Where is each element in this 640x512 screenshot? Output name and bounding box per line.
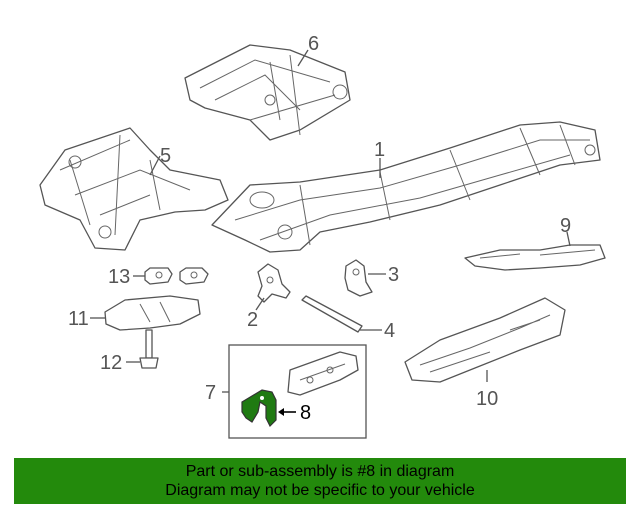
callout-12[interactable]: 12 — [100, 352, 122, 374]
part-4-rod[interactable] — [301, 295, 363, 333]
part-13-mounts[interactable] — [144, 267, 209, 285]
part-12-bolt[interactable] — [139, 329, 159, 369]
part-2-bracket[interactable] — [257, 263, 291, 303]
callout-8[interactable]: 8 — [300, 402, 311, 424]
arrow-8-icon — [278, 408, 284, 416]
callout-2[interactable]: 2 — [247, 309, 258, 331]
part-7-reinforcement[interactable] — [287, 351, 359, 396]
part-5-front-frame[interactable] — [39, 127, 229, 251]
leader-2 — [255, 297, 265, 311]
callout-13[interactable]: 13 — [108, 266, 130, 288]
callout-11[interactable]: 11 — [68, 308, 89, 330]
leader-5 — [149, 155, 161, 176]
part-6-cradle[interactable] — [184, 44, 351, 141]
callout-4[interactable]: 4 — [384, 320, 395, 342]
callout-5[interactable]: 5 — [160, 145, 171, 167]
leader-9 — [566, 231, 571, 247]
parts-diagram: 6 5 1 9 13 2 3 — [39, 33, 606, 439]
info-banner: Part or sub-assembly is #8 in diagram Di… — [14, 458, 626, 504]
part-10-skid-plate[interactable] — [404, 297, 566, 383]
banner-line-2: Diagram may not be specific to your vehi… — [165, 482, 475, 499]
callout-10[interactable]: 10 — [476, 388, 498, 410]
part-1-main-frame[interactable] — [211, 121, 601, 253]
callout-9[interactable]: 9 — [560, 215, 571, 237]
leader-6 — [297, 49, 309, 67]
part-11-support[interactable] — [104, 295, 201, 331]
part-3-bracket[interactable] — [344, 259, 373, 297]
callout-3[interactable]: 3 — [388, 264, 399, 286]
callout-6[interactable]: 6 — [308, 33, 319, 55]
part-9-shield[interactable] — [464, 244, 606, 271]
part-8-bracket-highlighted[interactable] — [241, 389, 277, 428]
banner-line-1: Part or sub-assembly is #8 in diagram — [185, 463, 455, 480]
callout-7[interactable]: 7 — [205, 382, 216, 404]
callout-1[interactable]: 1 — [374, 139, 385, 161]
